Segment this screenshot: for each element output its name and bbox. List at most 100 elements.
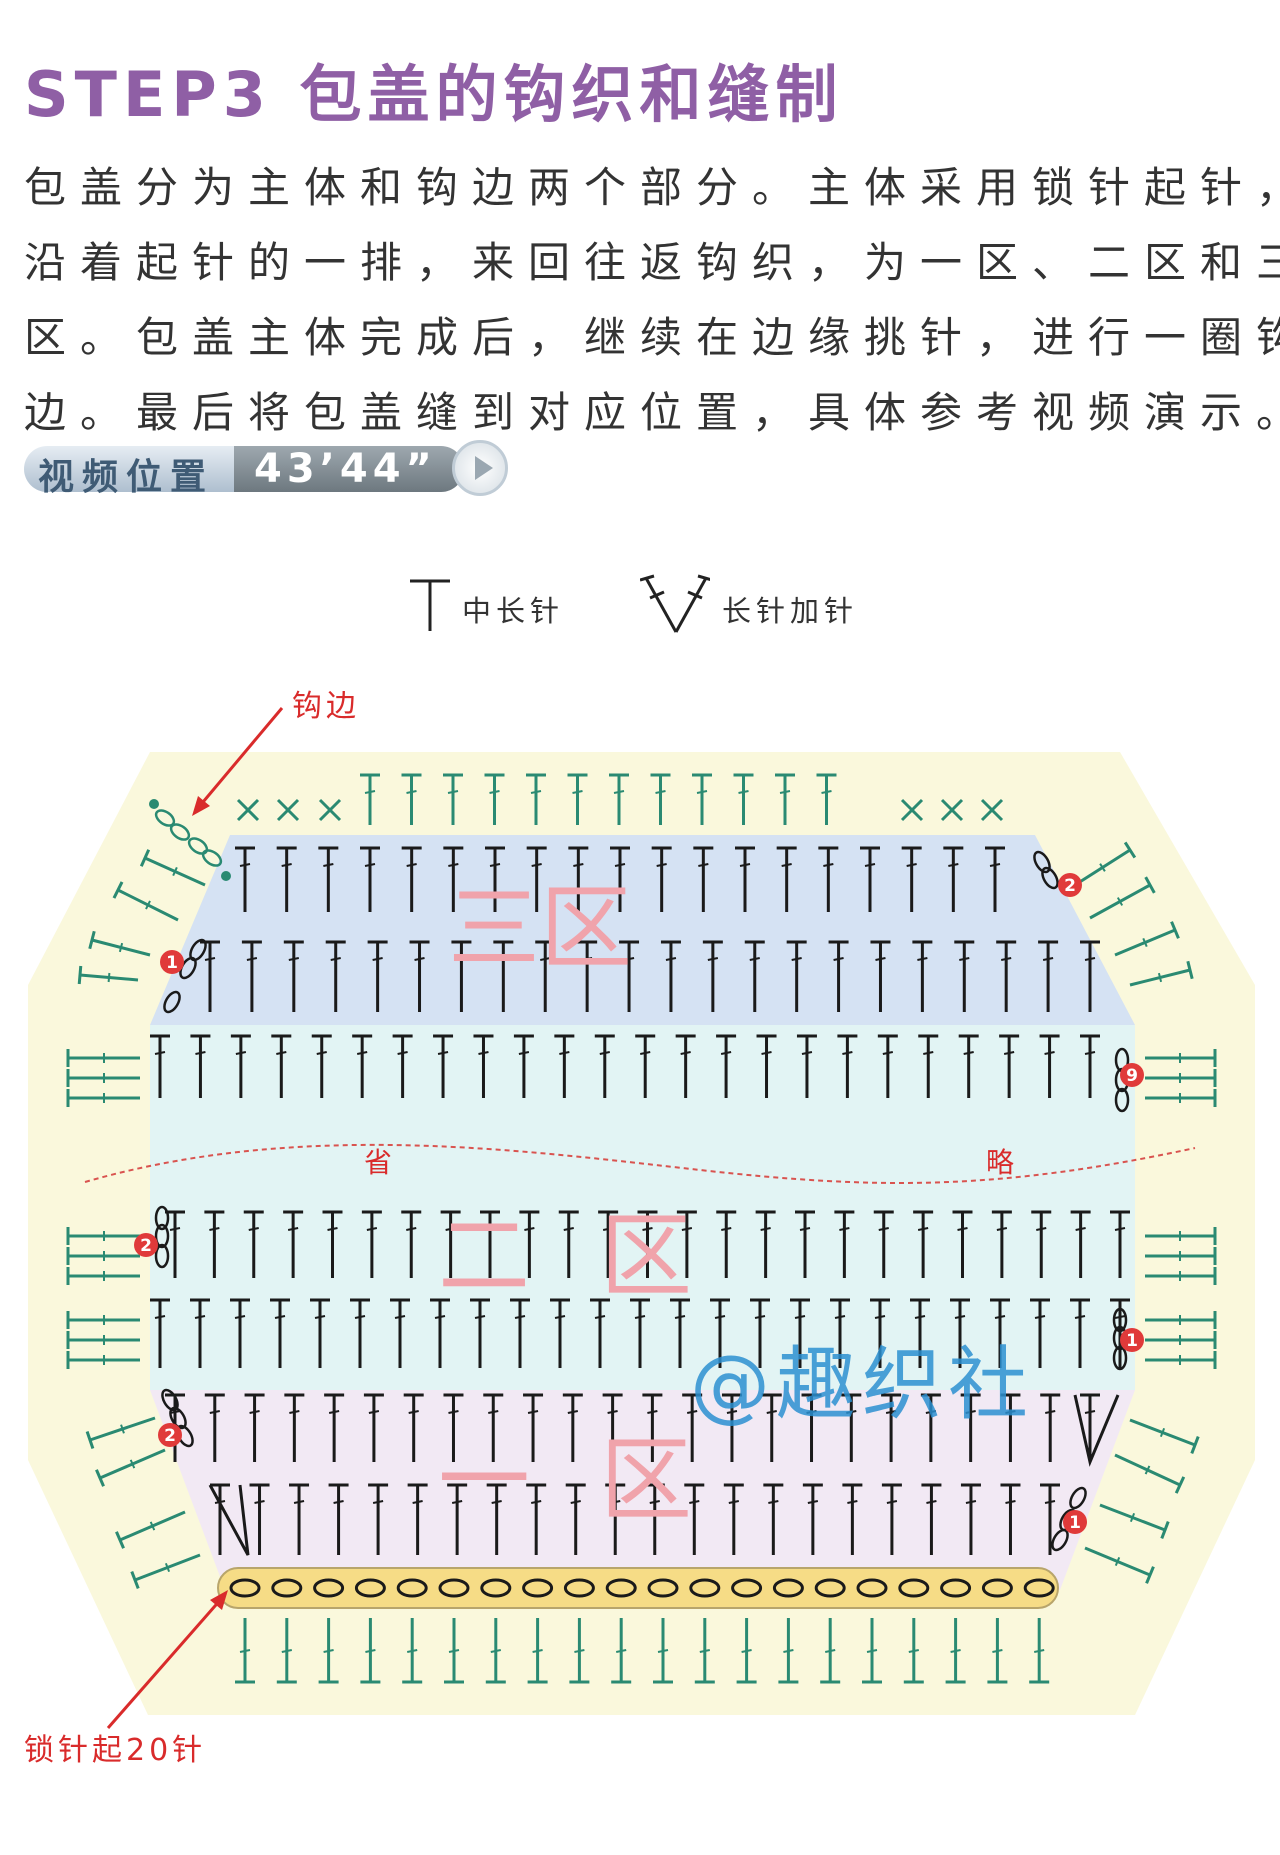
chain-stitch (396, 1578, 428, 1598)
edging-stitch (444, 1618, 464, 1684)
zone-three-label: 三区 (448, 875, 632, 982)
foundation-arrow (106, 1597, 224, 1729)
row-stitch (443, 1393, 464, 1462)
video-position-bar[interactable]: 视频位置 43’44” (24, 440, 508, 498)
edging-stitch (66, 1351, 140, 1369)
row-stitch (200, 940, 220, 1012)
row-stitch (651, 846, 672, 912)
row-stitch (870, 940, 891, 1012)
row-stitch (723, 1483, 744, 1555)
row-stitch (761, 1393, 782, 1462)
row-stitch (818, 846, 839, 912)
turning-chain (154, 1205, 170, 1231)
paragraph-line: 包盖分为主体和钩边两个部分。主体采用锁针起针， (24, 163, 1280, 212)
row-stitch (554, 1034, 575, 1098)
row-stitch (881, 1393, 902, 1462)
row-stitch (610, 846, 630, 912)
edging-end-dot (221, 871, 231, 881)
increase-stitch (208, 1484, 250, 1556)
row-stitch (1110, 1298, 1130, 1368)
chain-stitch (522, 1578, 554, 1598)
edging-stitch (1099, 1503, 1170, 1539)
single-crochet-stitch (318, 798, 342, 822)
edging-stitch (1145, 1227, 1217, 1245)
row-stitch (1070, 1298, 1090, 1368)
edging-stitch (66, 1049, 140, 1067)
play-icon[interactable] (452, 440, 508, 496)
row-stitch (830, 1298, 850, 1368)
row-stitch (676, 1210, 697, 1278)
row-stitch (958, 1034, 979, 1098)
turning-chain (1112, 1307, 1128, 1333)
edging-stitch (945, 1618, 966, 1684)
edging-stitch (130, 1553, 201, 1589)
row-stitch (249, 1483, 270, 1555)
half-double-crochet-icon (410, 579, 450, 631)
row-stitch (756, 1034, 777, 1098)
edging-stitch (1084, 1546, 1155, 1584)
edging-stitch (443, 773, 463, 825)
edging-stitch (778, 1618, 799, 1684)
row-stitch (361, 1210, 382, 1278)
row-stitch (750, 1298, 770, 1368)
edging-stitch (736, 1618, 757, 1684)
row-stitch (510, 1298, 530, 1368)
row-stitch (877, 1034, 898, 1098)
edging-stitch (1145, 1089, 1217, 1107)
chain-stitch (814, 1578, 846, 1598)
chain-stitch (563, 1578, 595, 1598)
row-stitch (954, 940, 975, 1012)
chain-stitch (647, 1578, 679, 1598)
row-stitch (367, 940, 388, 1012)
page-title: STEP3 包盖的钩织和缝制 (24, 58, 844, 131)
chain-stitch (1023, 1578, 1055, 1598)
row-stitch (802, 1483, 823, 1555)
edging-stitch (66, 1069, 140, 1087)
row-stitch (590, 1298, 610, 1368)
row-stitch (311, 1034, 332, 1098)
row-stitch (710, 1298, 730, 1368)
chain-stitch (772, 1578, 804, 1598)
row-stitch (735, 846, 755, 912)
increase-stitch (1073, 1394, 1120, 1467)
instructions-paragraph: 包盖分为主体和钩边两个部分。主体采用锁针起针， 沿着起针的一排，来回往返钩织，为… (24, 150, 1280, 450)
edging-stitch (816, 773, 837, 825)
edging-stitch (235, 1618, 255, 1684)
row-stitch (486, 1483, 507, 1555)
row-stitch (796, 1034, 817, 1098)
edging-chain (169, 823, 191, 841)
row-stitch (594, 1034, 615, 1098)
edging-stitch (360, 773, 380, 825)
edging-label: 钩边 (292, 689, 360, 724)
row-stitch (577, 940, 598, 1012)
edging-stitch (95, 1448, 166, 1487)
row-stitch (837, 1034, 858, 1098)
row-stitch (328, 1483, 349, 1555)
edging-stitch (1074, 841, 1137, 887)
edging-stitch (1114, 921, 1180, 957)
row-stitch (513, 1034, 534, 1098)
row-number-text: 1 (1126, 1331, 1138, 1351)
edging-stitch (85, 1416, 156, 1450)
row-number-text: 9 (1126, 1066, 1138, 1086)
row-stitch (602, 1393, 623, 1462)
row-stitch (535, 940, 556, 1012)
row-number-badge: 2 (134, 1233, 158, 1257)
edging-stitch (1145, 1247, 1217, 1265)
edging-stitch (1145, 1267, 1217, 1285)
edging-stitch (66, 1089, 140, 1107)
row-stitch (598, 1210, 619, 1278)
row-stitch (1000, 1393, 1021, 1462)
row-stitch (744, 940, 765, 1012)
row-stitch (985, 846, 1005, 912)
row-stitch (526, 1483, 547, 1555)
row-stitch (920, 1393, 941, 1462)
row-stitch (716, 1210, 737, 1278)
row-stitch (403, 1393, 424, 1462)
row-stitch (619, 940, 640, 1012)
row-stitch (407, 1483, 428, 1555)
row-stitch (558, 1210, 579, 1278)
row-stitch (912, 940, 933, 1012)
row-stitch (440, 1210, 461, 1278)
